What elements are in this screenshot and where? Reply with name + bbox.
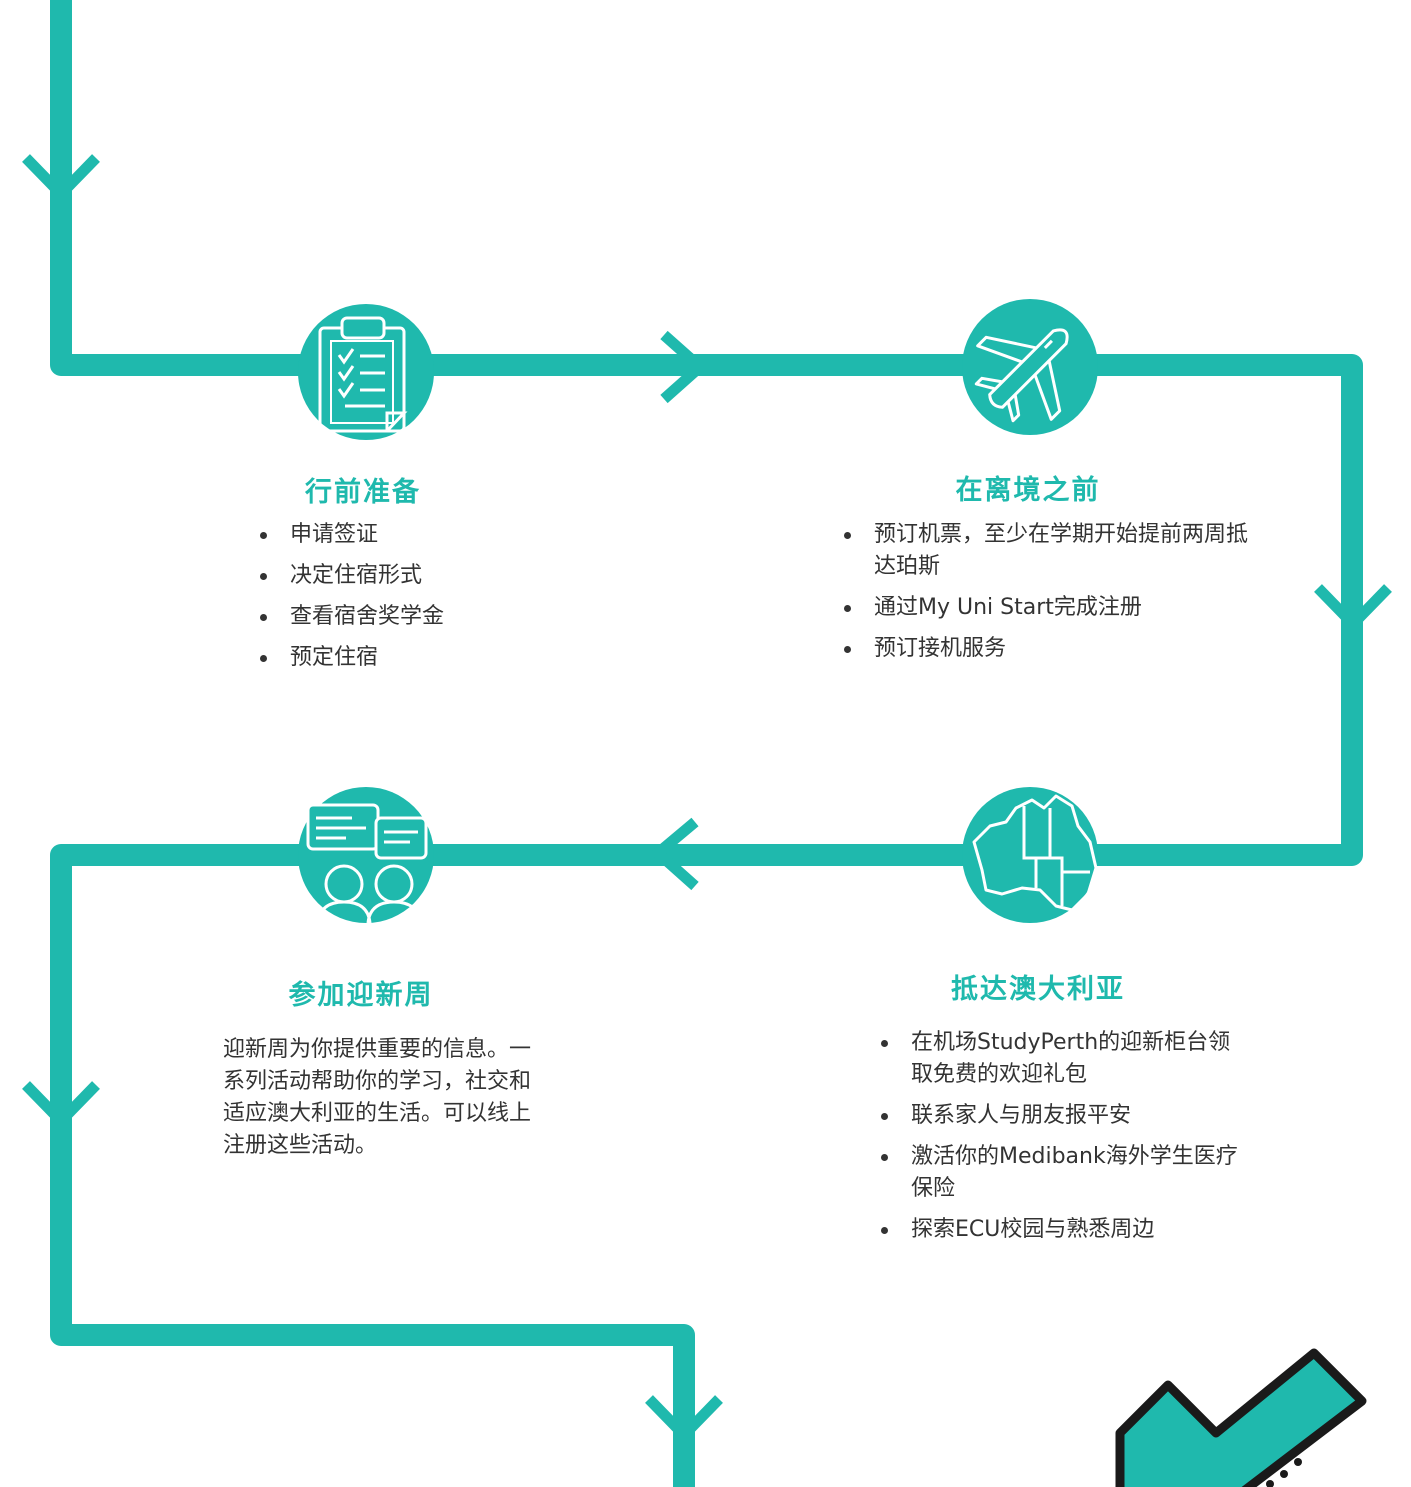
step-description: 迎新周为你提供重要的信息。一系列活动帮助你的学习，社交和适应澳大利亚的生活。可以…: [223, 1037, 532, 1158]
orientation-people-icon: [298, 787, 434, 924]
list-item: 预定住宿: [258, 642, 578, 674]
arrow-down-icon: [22, 1081, 100, 1129]
australia-map-icon: [962, 787, 1098, 923]
step-title: 参加迎新周: [288, 980, 434, 1011]
flow-path: [50, 0, 1363, 1487]
list-item: 查看宿舍奖学金: [258, 601, 578, 633]
arrow-left-icon: [649, 817, 699, 891]
step-list: 预订机票，至少在学期开始提前两周抵达珀斯 通过My Uni Start完成注册 …: [842, 519, 1252, 674]
list-item: 探索ECU校园与熟悉周边: [879, 1214, 1239, 1246]
list-item: 决定住宿形式: [258, 560, 578, 592]
clipboard-checklist-icon: [298, 304, 434, 440]
list-item: 通过My Uni Start完成注册: [842, 592, 1252, 624]
list-item: 申请签证: [258, 519, 578, 551]
arrow-down-icon: [1314, 584, 1392, 632]
arrow-down-icon: [645, 1395, 723, 1443]
step-list: 申请签证 决定住宿形式 查看宿舍奖学金 预定住宿: [258, 519, 578, 683]
step-title: 在离境之前: [955, 475, 1101, 506]
step-list: 在机场StudyPerth的迎新柜台领取免费的欢迎礼包 联系家人与朋友报平安 激…: [879, 1027, 1239, 1255]
arrow-right-icon: [660, 330, 709, 404]
list-item: 激活你的Medibank海外学生医疗保险: [879, 1141, 1239, 1205]
airplane-icon: [962, 299, 1098, 435]
list-item: 预订机票，至少在学期开始提前两周抵达珀斯: [842, 519, 1252, 583]
checkmark-icon: [1115, 1348, 1367, 1487]
step-title: 抵达澳大利亚: [951, 974, 1125, 1005]
arrow-down-icon: [22, 154, 100, 202]
step-title: 行前准备: [305, 477, 421, 508]
list-item: 联系家人与朋友报平安: [879, 1100, 1239, 1132]
list-item: 在机场StudyPerth的迎新柜台领取免费的欢迎礼包: [879, 1027, 1239, 1091]
list-item: 预订接机服务: [842, 633, 1252, 665]
